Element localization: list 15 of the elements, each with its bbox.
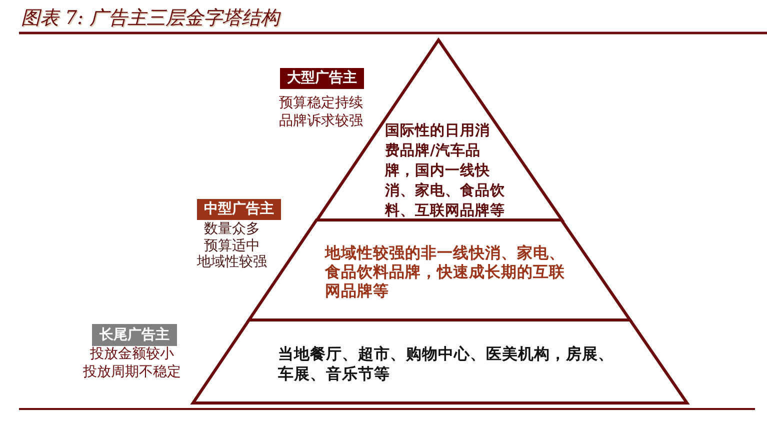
advertiser-trait-text: 品牌诉求较强 — [279, 112, 363, 130]
chart-title: 图表 7: 广告主三层金字塔结构 — [21, 6, 280, 30]
advertiser-trait-text: 数量众多 — [204, 221, 260, 238]
advertiser-trait-text: 地域性较强 — [197, 254, 267, 270]
advertiser-trait-text: 投放周期不稳定 — [83, 363, 181, 381]
advertiser-trait-text: 预算稳定持续 — [279, 94, 363, 112]
tier-examples-text: 地域性较强的非一线快消、家电、食品饮料品牌，快速成长期的互联网品牌等 — [324, 243, 566, 300]
advertiser-level-label: 大型广告主 — [280, 68, 364, 89]
advertiser-level-label: 长尾广告主 — [92, 324, 177, 346]
pyramid-tier — [189, 316, 691, 407]
tier-examples-text: 国际性的日用消费品牌/汽车品牌，国内一线快消、家电、食品饮料、互联网品牌等 — [384, 122, 505, 219]
advertiser-level-label: 中型广告主 — [197, 199, 281, 220]
advertiser-trait-text: 预算适中 — [204, 238, 260, 254]
advertiser-trait-text: 投放金额较小 — [90, 345, 174, 363]
tier-examples-text: 当地餐厅、超市、购物中心、医美机构，房展、车展、音乐节等 — [278, 344, 615, 383]
